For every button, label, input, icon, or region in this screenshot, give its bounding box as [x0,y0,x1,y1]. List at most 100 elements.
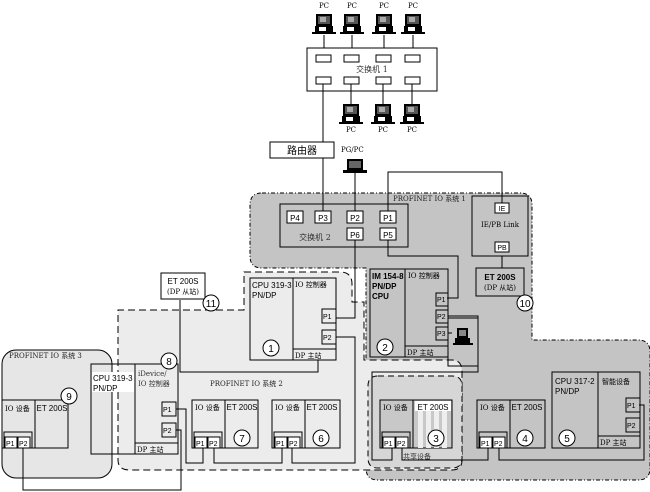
switch2-port[interactable]: P1 [379,210,397,224]
diagram-label: P4 [290,214,300,223]
idevice-cpu319[interactable]: CPU 319-3 PN/DP iDevice/ IO 控制器 P1 P2 DP… [90,363,179,455]
diagram-label: P2 [350,214,360,223]
diagram-label: ET 200S [168,277,199,286]
pc-label: PC [378,126,388,134]
switch2-port[interactable]: P4 [286,210,304,224]
diagram-label: P1 [481,441,490,448]
callout-8: 8 [160,352,178,370]
diagram-label: 1 [268,344,274,355]
system1-label: PROFINET IO 系统 1 [393,194,466,203]
pc-icon[interactable] [453,328,473,345]
diagram-label: iDevice/ [138,370,167,378]
diagram-label: P5 [383,231,393,240]
pc-icon[interactable] [339,104,363,124]
pc-label: PC [346,126,356,134]
diagram-label: IO 设备 [195,403,220,412]
et200s-subtitle: (DP 从站) [484,283,516,292]
diagram-label: 3 [433,434,439,445]
cpu317-intelligent-device[interactable]: CPU 317-2 PN/DP 智能设备 P1 P2 DP 主站 [551,371,641,449]
callout-11: 11 [202,294,220,312]
system3-region [1,349,113,479]
diagram-label: P2 [323,335,332,342]
router-label: 路由器 [287,144,317,157]
diagram-label: P2 [289,441,298,448]
switch2: P4 P3 P2 P1 P6 P5 交换机 2 [279,203,409,248]
pc-icon[interactable] [372,14,396,34]
im154-cpu[interactable]: IM 154-8 PN/DP CPU IO 控制器 P1 P2 P3 DP 主站 [369,268,449,358]
switch2-port[interactable]: P6 [346,227,364,241]
diagram-label: CPU 317-2 [555,377,595,386]
diagram-label: 8 [166,357,172,368]
pgpc-label: PG/PC [341,146,364,154]
diagram-label: P1 [6,441,15,448]
io-device-6[interactable]: IO 设备 ET 200S P1 P2 [271,399,341,449]
system2-label: PROFINET IO 系统 2 [210,379,283,388]
switch2-port[interactable]: P3 [314,210,332,224]
diagram-label: P1 [196,441,205,448]
et200s-dp-slave-11[interactable]: ET 200S (DP 从站) [160,272,206,300]
pc-label: PC [408,2,418,10]
diagram-label: IM 154-8 [372,272,404,281]
diagram-label: 6 [318,434,324,445]
diagram-label: 智能设备 [602,377,630,386]
router[interactable]: 路由器 [269,141,335,159]
callout-3: 3 [427,429,445,447]
diagram-label: P2 [494,441,503,448]
switch1: 交换机 1 [306,47,438,92]
callout-4: 4 [516,429,534,447]
io-device-9[interactable]: IO 设备 ET 200S P1 P2 [1,399,69,449]
diagram-label: ET 200S [307,403,338,412]
diagram-label: DP 主站 [407,348,434,357]
diagram-label: P2 [437,314,446,321]
diagram-label: IO 设备 [383,403,408,412]
et200s-title: ET 200S [484,273,516,282]
pc-label: PC [407,126,417,134]
pc-label: PC [347,2,357,10]
callout-9: 9 [60,387,78,405]
diagram-label: P1 [276,441,285,448]
diagram-label: PN/DP [252,291,276,300]
ie-pb-link[interactable]: IE IE/PB Link PB [471,195,529,257]
shared-device-3[interactable]: IO 设备 ET 200S P1 P2 共享设备 [379,399,453,461]
diagram-label: P1 [383,214,393,223]
callout-6: 6 [312,429,330,447]
diagram-label: DP 主站 [295,351,322,360]
diagram-label: CPU 319-3 [93,374,133,383]
diagram-label: (DP 从站) [167,287,199,296]
pc-icon[interactable] [371,104,395,124]
io-device-7[interactable]: IO 设备 ET 200S P1 P2 [191,399,259,449]
switch2-port[interactable]: P5 [379,227,397,241]
ie-port-label: IE [499,206,506,213]
diagram-label: P2 [397,441,406,448]
diagram-label: 5 [564,434,570,445]
io-device-4[interactable]: IO 设备 ET 200S P1 P2 [476,399,546,449]
diagram-label: P2 [19,441,28,448]
diagram-label: P2 [209,441,218,448]
diagram-label: 7 [239,434,245,445]
diagram-label: 2 [382,343,388,354]
pc-icon[interactable] [400,104,424,124]
diagram-label: P6 [350,231,360,240]
switch1-label: 交换机 1 [356,64,388,74]
pc-icon[interactable] [340,14,364,34]
diagram-label: PN/DP [372,282,397,291]
diagram-label: P1 [323,314,332,321]
diagram-label: P3 [437,331,446,338]
pc-icon[interactable] [312,14,336,34]
pc-icon[interactable] [401,14,425,34]
diagram-label: P1 [437,297,446,304]
diagram-label: CPU 319-3 [252,281,292,290]
switch2-port[interactable]: P2 [346,210,364,224]
callout-10: 10 [516,294,534,312]
callout-1: 1 [262,339,280,357]
system1-region [249,192,650,481]
diagram-label: IO 设备 [480,403,505,412]
diagram-label: DP 主站 [600,438,627,447]
pgpc-icon[interactable] [343,159,367,173]
switch2-label: 交换机 2 [299,232,331,242]
diagram-label: P1 [163,407,172,414]
diagram-label: P2 [163,428,172,435]
et200s-dp-slave-10[interactable]: ET 200S (DP 从站) [475,267,525,297]
diagram-label: IO 设备 [275,403,300,412]
